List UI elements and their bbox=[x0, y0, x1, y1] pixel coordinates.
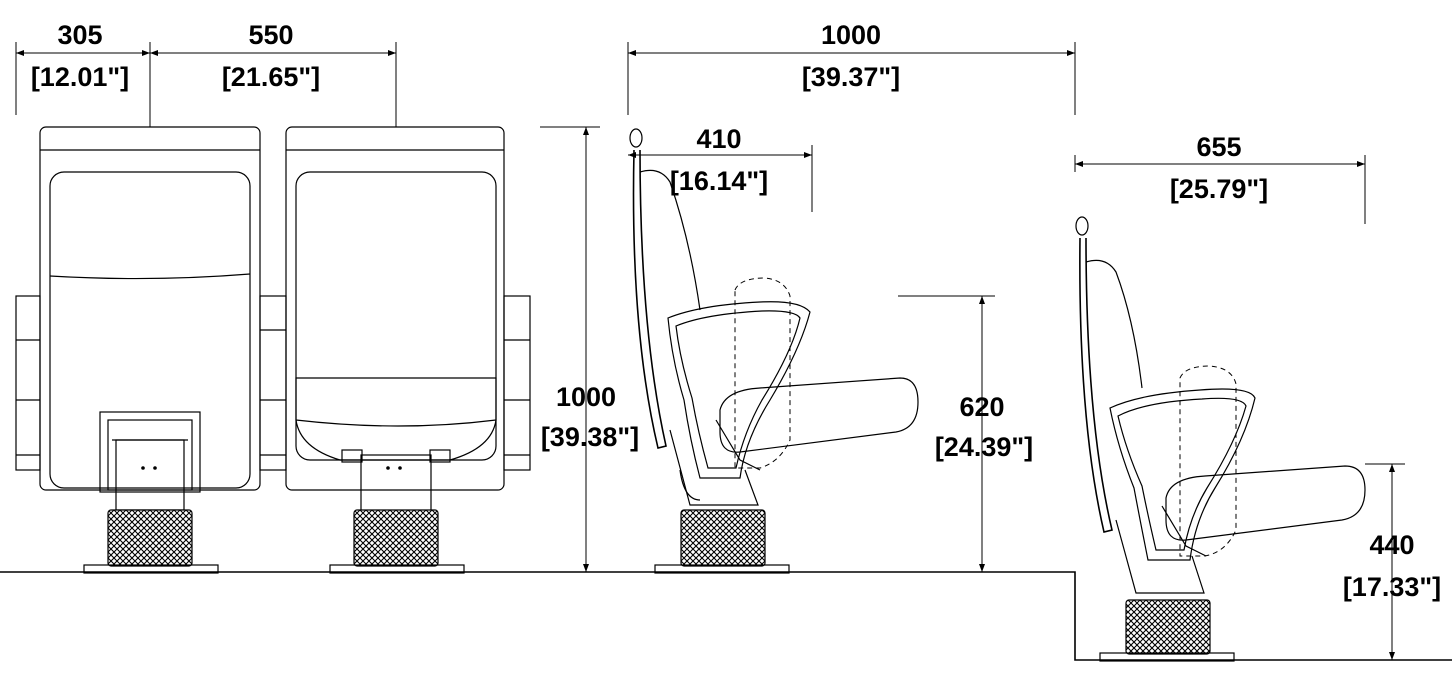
dimension-lines bbox=[15, 42, 1405, 660]
side-armframe-2 bbox=[1109, 365, 1256, 561]
dim-1000-depth-imperial: [39.37"] bbox=[802, 62, 900, 92]
dim-550-value: 550 bbox=[248, 20, 293, 50]
dim-655-value: 655 bbox=[1196, 132, 1241, 162]
dim-440-value: 440 bbox=[1369, 530, 1414, 560]
front-seat-1 bbox=[39, 126, 261, 511]
side-view-2 bbox=[1075, 216, 1366, 662]
side-post-1 bbox=[654, 429, 790, 574]
side-seat-2 bbox=[1161, 465, 1366, 557]
side-armframe-1 bbox=[667, 277, 811, 479]
dim-305-value: 305 bbox=[57, 20, 102, 50]
left-armrest bbox=[15, 295, 41, 471]
dim-1000-depth-value: 1000 bbox=[821, 20, 881, 50]
dim-440-imperial: [17.33"] bbox=[1343, 572, 1441, 602]
front-base-2 bbox=[329, 509, 465, 574]
right-armrest bbox=[503, 295, 531, 471]
dim-620-value: 620 bbox=[959, 392, 1004, 422]
front-base-1 bbox=[83, 509, 219, 574]
dim-410-value: 410 bbox=[696, 124, 741, 154]
side-backrest-1 bbox=[629, 128, 701, 449]
dim-655-imperial: [25.79"] bbox=[1170, 174, 1268, 204]
side-seat-1 bbox=[715, 377, 919, 471]
middle-armrest bbox=[259, 295, 287, 471]
side-post-2 bbox=[1099, 519, 1235, 662]
floor-line bbox=[0, 571, 1452, 661]
dim-305-imperial: [12.01"] bbox=[31, 62, 129, 92]
dim-620-imperial: [24.39"] bbox=[935, 432, 1033, 462]
dim-550-imperial: [21.65"] bbox=[222, 62, 320, 92]
dimension-labels: 305 [12.01"] 550 [21.65"] 1000 [39.37"] … bbox=[31, 20, 1441, 602]
dim-1000-height-imperial: [39.38"] bbox=[541, 422, 639, 452]
dim-1000-height-value: 1000 bbox=[556, 382, 616, 412]
front-view bbox=[15, 126, 531, 574]
dim-410-imperial: [16.14"] bbox=[670, 166, 768, 196]
side-backrest-2 bbox=[1075, 216, 1143, 533]
side-view-1 bbox=[629, 128, 919, 574]
front-seat-2 bbox=[285, 126, 505, 514]
